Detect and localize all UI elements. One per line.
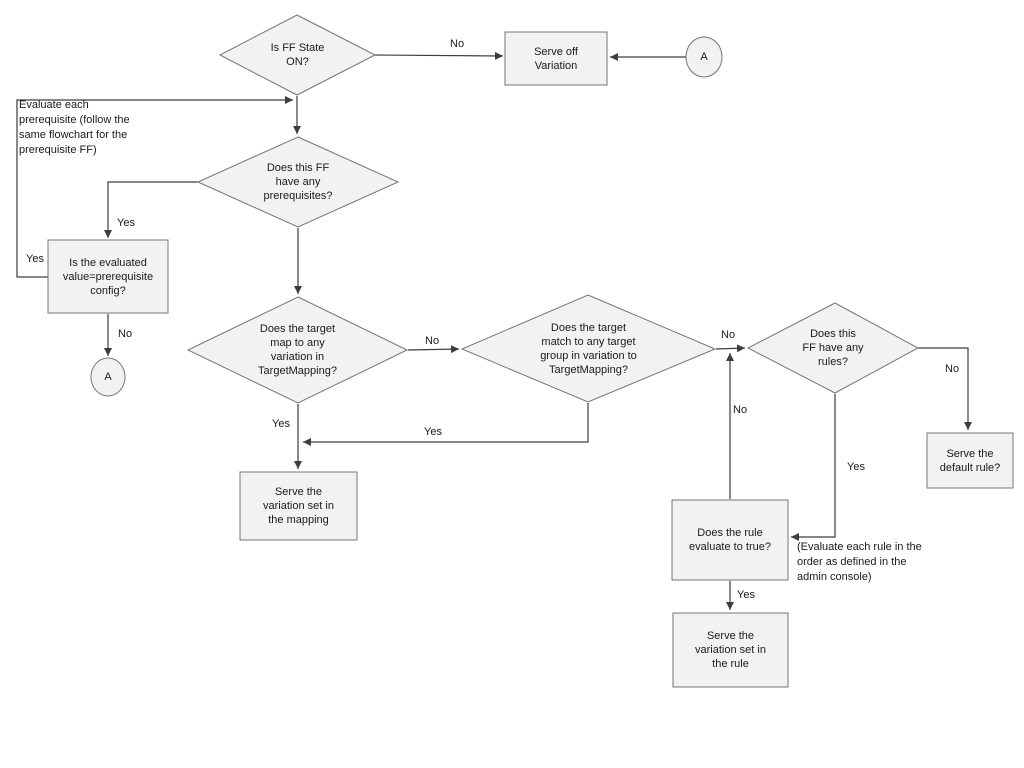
process-evaluated-value-shape	[47, 239, 169, 314]
edge-rules-yes	[791, 394, 836, 541]
edge-label-prerequisites-yes: Yes	[117, 217, 135, 229]
decision-target-group-shape	[460, 294, 717, 403]
edge-label-rules-no: No	[945, 363, 960, 375]
edge-label-state-off-no: No	[450, 38, 465, 50]
edge-state-off-no	[373, 51, 504, 60]
edge-group-no	[715, 344, 746, 353]
edge-evaluated-yes-feedback	[16, 96, 293, 278]
process-serve-off-variation-shape	[504, 31, 608, 86]
process-serve-default-rule-shape	[926, 432, 1014, 489]
edge-prerequisites-yes	[104, 181, 198, 238]
edge-rules-no	[918, 347, 972, 430]
decision-has-rules-shape	[746, 302, 920, 394]
edge-label-group-no: No	[721, 329, 736, 341]
edge-label-evaluated-no: No	[118, 328, 133, 340]
rule-order-note: (Evaluate each rule in the order as defi…	[797, 541, 922, 583]
edge-label-evaluated-yes: Yes	[26, 253, 44, 265]
process-serve-variation-mapping-shape	[239, 471, 358, 541]
edge-label-rule-false-no: No	[733, 404, 748, 416]
edge-mapping-no	[407, 345, 460, 354]
process-rule-evaluates-true-shape	[671, 499, 789, 581]
edge-label-mapping-yes: Yes	[272, 418, 290, 430]
decision-is-ff-state-on-shape	[218, 14, 377, 96]
decision-target-mapping-shape	[186, 296, 409, 404]
prerequisite-note: Evaluate each prerequisite (follow the s…	[19, 99, 130, 156]
process-serve-variation-rule-shape	[672, 612, 789, 688]
decision-has-prerequisites-shape	[196, 136, 400, 228]
edge-label-mapping-no: No	[425, 335, 440, 347]
edge-label-rule-true-yes: Yes	[737, 589, 755, 601]
edge-group-yes	[303, 403, 589, 446]
edge-label-group-yes: Yes	[424, 426, 442, 438]
edge-label-rules-yes: Yes	[847, 461, 865, 473]
connector-a-top-shape	[685, 36, 723, 78]
connector-a-bottom-shape	[90, 357, 126, 397]
